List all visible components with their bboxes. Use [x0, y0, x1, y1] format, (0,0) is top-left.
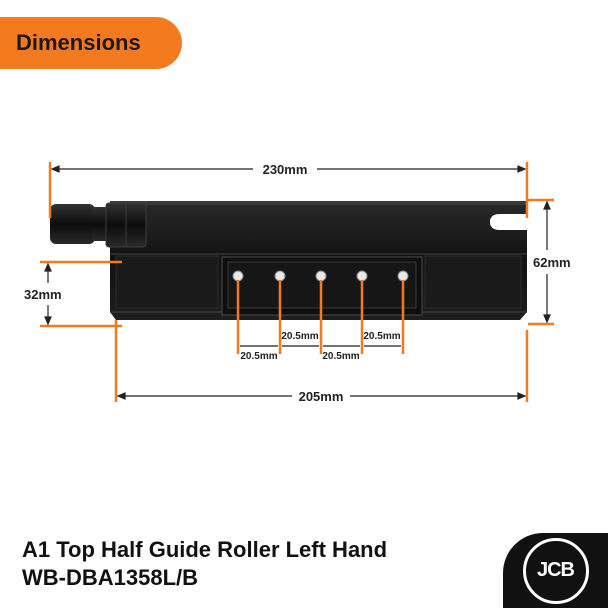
dimension-arrows [44, 165, 551, 400]
dimension-labels: 230mm 62mm 32mm 205mm 20.5mm 20.5mm 20.5… [24, 162, 571, 404]
dim-spacing-4: 20.5mm [363, 331, 400, 342]
logo-text: JCB [536, 559, 575, 581]
dim-spacing-2: 20.5mm [281, 331, 318, 342]
dim-height: 62mm [533, 255, 571, 270]
brand-logo: JCB [503, 533, 608, 608]
product-title: A1 Top Half Guide Roller Left Hand WB-DB… [22, 536, 387, 592]
product-code: WB-DBA1358L/B [22, 565, 199, 590]
product-name: A1 Top Half Guide Roller Left Hand [22, 537, 388, 562]
dimensions-badge: Dimensions [0, 17, 182, 69]
shaft-and-nut [50, 202, 147, 248]
dim-slot-height: 32mm [24, 287, 62, 302]
dimension-lines [40, 162, 554, 402]
badge-label: Dimensions [16, 30, 141, 55]
dim-base-length: 205mm [299, 389, 344, 404]
jcb-logo-icon: JCB [522, 537, 589, 604]
dim-overall-length: 230mm [263, 162, 308, 177]
dim-spacing-1: 20.5mm [240, 351, 277, 362]
dim-spacing-3: 20.5mm [322, 351, 359, 362]
